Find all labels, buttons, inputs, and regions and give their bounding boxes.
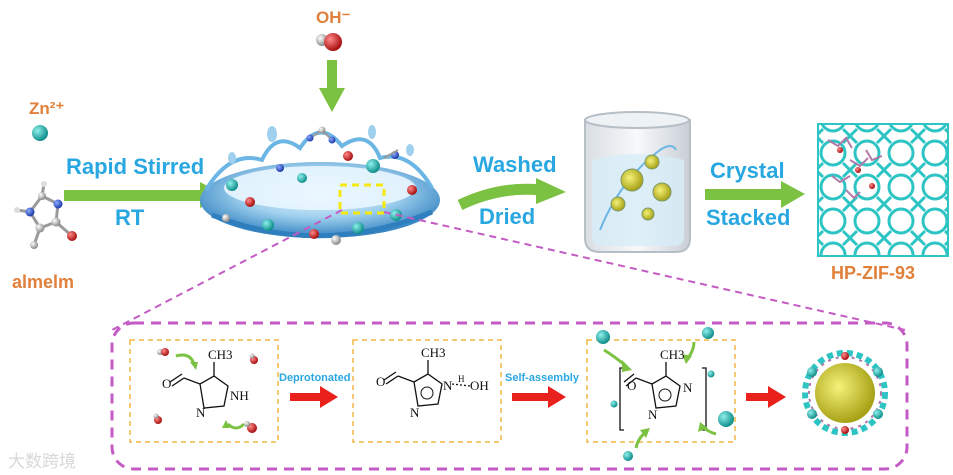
ligand-structure-box [129,339,279,443]
step1-temperature-label: RT [115,205,145,230]
red-arrow-right-icon [512,386,566,408]
step2-dry-label: Dried [479,204,536,229]
zinc-ion-icon [32,125,48,141]
panel2-methyl-label: CH3 [421,345,446,360]
deprotonated-structure-box [352,339,502,443]
panel2-oxygen-label: O [376,374,386,389]
deprotonated-label: Deprotonated [279,372,351,384]
panel3-oxygen-label: O [627,378,637,393]
panel1-nh-label: NH [230,388,249,403]
panel1-n-label: N [196,405,206,420]
panel2-n-label: N [443,378,453,393]
panel1-oxygen-label: O [162,376,172,391]
zoom-connector-right [383,211,906,331]
panel2-h-label: H [458,374,465,384]
panel2-ring-n-label: N [410,405,420,420]
framework-crystal-illustration [817,123,949,257]
panel3-n-minus-label: N [683,380,693,395]
ligand-molecule-icon [14,181,77,249]
hydroxide-molecule-icon [316,33,342,51]
watermark: 大数跨境 [8,452,76,472]
green-arrow-down-icon [319,60,345,112]
step3-crystal-label: Crystal [710,158,785,183]
hydroxide-label: OH⁻ [316,8,351,27]
water-splash-illustration [200,125,440,245]
step3-stacked-label: Stacked [706,205,791,230]
panel2-hydroxide-label: OH [470,378,489,393]
green-curved-arrow-icon [457,178,566,210]
self-assembly-structure-box [586,339,736,443]
red-arrow-right-icon [746,386,786,408]
red-arrow-right-icon [290,386,338,408]
step2-wash-label: Washed [473,152,557,177]
mechanism-panel [110,321,909,471]
panel3-methyl-label: CH3 [660,347,685,362]
product-label: HP-ZIF-93 [831,263,916,283]
panel1-methyl-label: CH3 [208,347,233,362]
step1-condition-label: Rapid Stirred [66,154,205,179]
panel3-ring-n-label: N [648,407,658,422]
self-assembly-label: Self-assembly [505,372,579,384]
ligand-label: almelm [12,272,75,292]
encapsulated-sphere-illustration [802,350,888,436]
zoom-connector-left [111,209,343,331]
zinc-ion-label: Zn²⁺ [29,99,65,118]
beaker-illustration [584,111,691,253]
green-arrow-right-icon [705,181,805,208]
